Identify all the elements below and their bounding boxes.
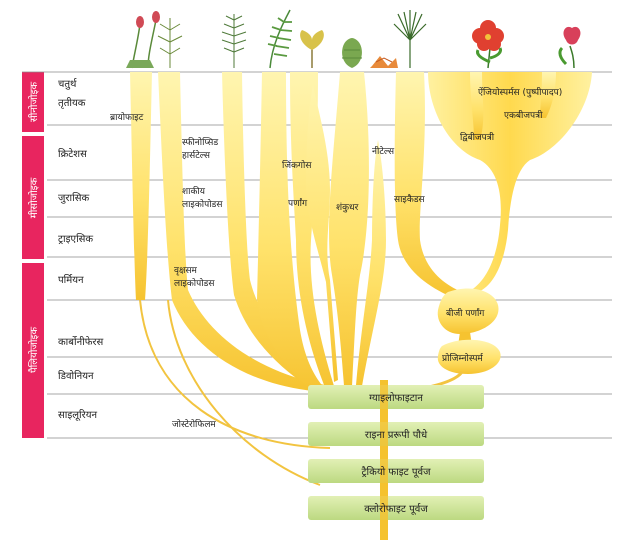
label-ferns: पर्णांग	[288, 197, 308, 209]
branch-cycads	[394, 72, 462, 298]
base-box-rhynia-type-plants	[308, 422, 484, 446]
period-label-tertiary: तृतीयक	[58, 97, 86, 109]
period-label-carboniferous: कार्बोनीफेरस	[58, 336, 104, 348]
cycad-plant-icon	[393, 10, 427, 68]
label-dicots: द्विबीजपत्री	[460, 131, 495, 143]
label-zosterophyllum: जोस्टेरोफिलम	[172, 418, 216, 430]
branch-angiosperms-monocot-fork	[540, 72, 556, 118]
label-conifers: शंकुधर	[336, 202, 359, 213]
monocot-flower-icon	[558, 26, 581, 69]
gnetales-flower-icon	[370, 56, 398, 68]
label-sphenopsids-line2: हार्सटेल्स	[182, 149, 211, 161]
base-box-rhyniophyte-ancestor	[308, 385, 484, 409]
label-seed-ferns: बीजी पर्णांग	[446, 307, 485, 319]
central-trunk-front	[380, 385, 388, 540]
branch-herbaceous-lycopods	[222, 72, 320, 392]
label-tree-lycopods-line1: वृक्षसम	[174, 266, 198, 276]
branch-tree-lycopods	[257, 72, 326, 395]
era-bar-mesozoic	[22, 136, 44, 259]
horsetail-plant-icon	[157, 18, 183, 68]
base-box-tracheophyte-ancestor	[308, 459, 484, 483]
label-gnetales: नीटेल्स	[372, 145, 395, 157]
branch-sphenopsids	[158, 72, 325, 392]
period-label-cretaceous: क्रिटेशस	[58, 148, 87, 160]
lycopod-plant-icon	[221, 14, 247, 68]
era-label-cenozoic: सीनोजोइक	[28, 82, 40, 122]
label-sphenopsids-line1: स्फीनोप्सिड	[182, 136, 218, 148]
label-ginkgos: जिंकगोस	[282, 159, 312, 171]
dicot-flower-icon	[472, 20, 504, 69]
fern-plant-icon	[267, 9, 293, 69]
label-progymnosperms: प्रोजिम्नोस्पर्म	[442, 352, 484, 364]
branch-ferns	[290, 72, 334, 390]
branch-angiosperms-dicot-fork	[470, 72, 484, 140]
base-box-label-4: क्लोरोफाइट पूर्वज	[364, 503, 428, 515]
period-label-silurian: साइलूरियन	[58, 409, 98, 421]
period-label-quaternary: चतुर्थ	[58, 78, 77, 90]
label-bryophytes: ब्रायोफाइट	[110, 111, 144, 123]
period-label-permian: पर्मियन	[58, 274, 84, 286]
label-herbaceous-lycopods-line2: लाइकोपोडस	[182, 198, 223, 210]
branch-angiosperms	[428, 72, 592, 292]
branch-progymnosperms	[437, 339, 501, 374]
base-box-label-2: राइना प्ररूपी पौधे	[365, 429, 428, 441]
label-herbaceous-lycopods: शाकीय लाइकोपोडस	[182, 185, 223, 210]
period-label-devonian: डिवोनियन	[58, 370, 94, 382]
bryophyte-connector	[139, 299, 331, 449]
ginkgo-plant-icon	[300, 30, 324, 68]
zosterophyllum-connector	[167, 299, 321, 486]
label-angiosperms: ऐंजियोस्पर्मस (पुष्पीपादप)	[478, 86, 562, 98]
period-label-triassic: ट्राइएसिक	[58, 233, 94, 245]
base-box-label-1: ग्याइलोफाइटान	[369, 392, 423, 404]
label-monocots: एकबीजपत्री	[504, 109, 543, 121]
branch-conifers	[329, 72, 369, 386]
base-box-label-3: ट्रैकियो फाइट पूर्वज	[361, 466, 431, 478]
label-cycads: साइकैडस	[394, 193, 426, 205]
branch-gnetales	[356, 140, 386, 386]
era-bar-cenozoic	[22, 72, 44, 132]
base-box-chlorophyte-ancestor	[308, 496, 484, 520]
label-herbaceous-lycopods-line1: शाकीय	[182, 185, 206, 197]
era-bar-paleozoic	[22, 263, 44, 438]
era-label-paleozoic: पैलियोजोइक	[28, 327, 40, 373]
conifer-cone-icon	[342, 38, 362, 68]
bryophyte-plant-icon	[126, 11, 160, 69]
label-tree-lycopods-line2: लाइकोपोडस	[174, 277, 215, 289]
era-label-mesozoic: मीसोजोइक	[28, 177, 40, 218]
period-label-jurassic: जुरासिक	[58, 192, 89, 204]
branch-bryophytes	[130, 72, 152, 300]
label-tree-lycopods: वृक्षसम लाइकोपोडस	[174, 266, 215, 289]
branch-seed-ferns	[437, 288, 499, 334]
label-sphenopsids: स्फीनोप्सिड हार्सटेल्स	[182, 136, 221, 161]
branch-ginkgos	[306, 85, 338, 382]
